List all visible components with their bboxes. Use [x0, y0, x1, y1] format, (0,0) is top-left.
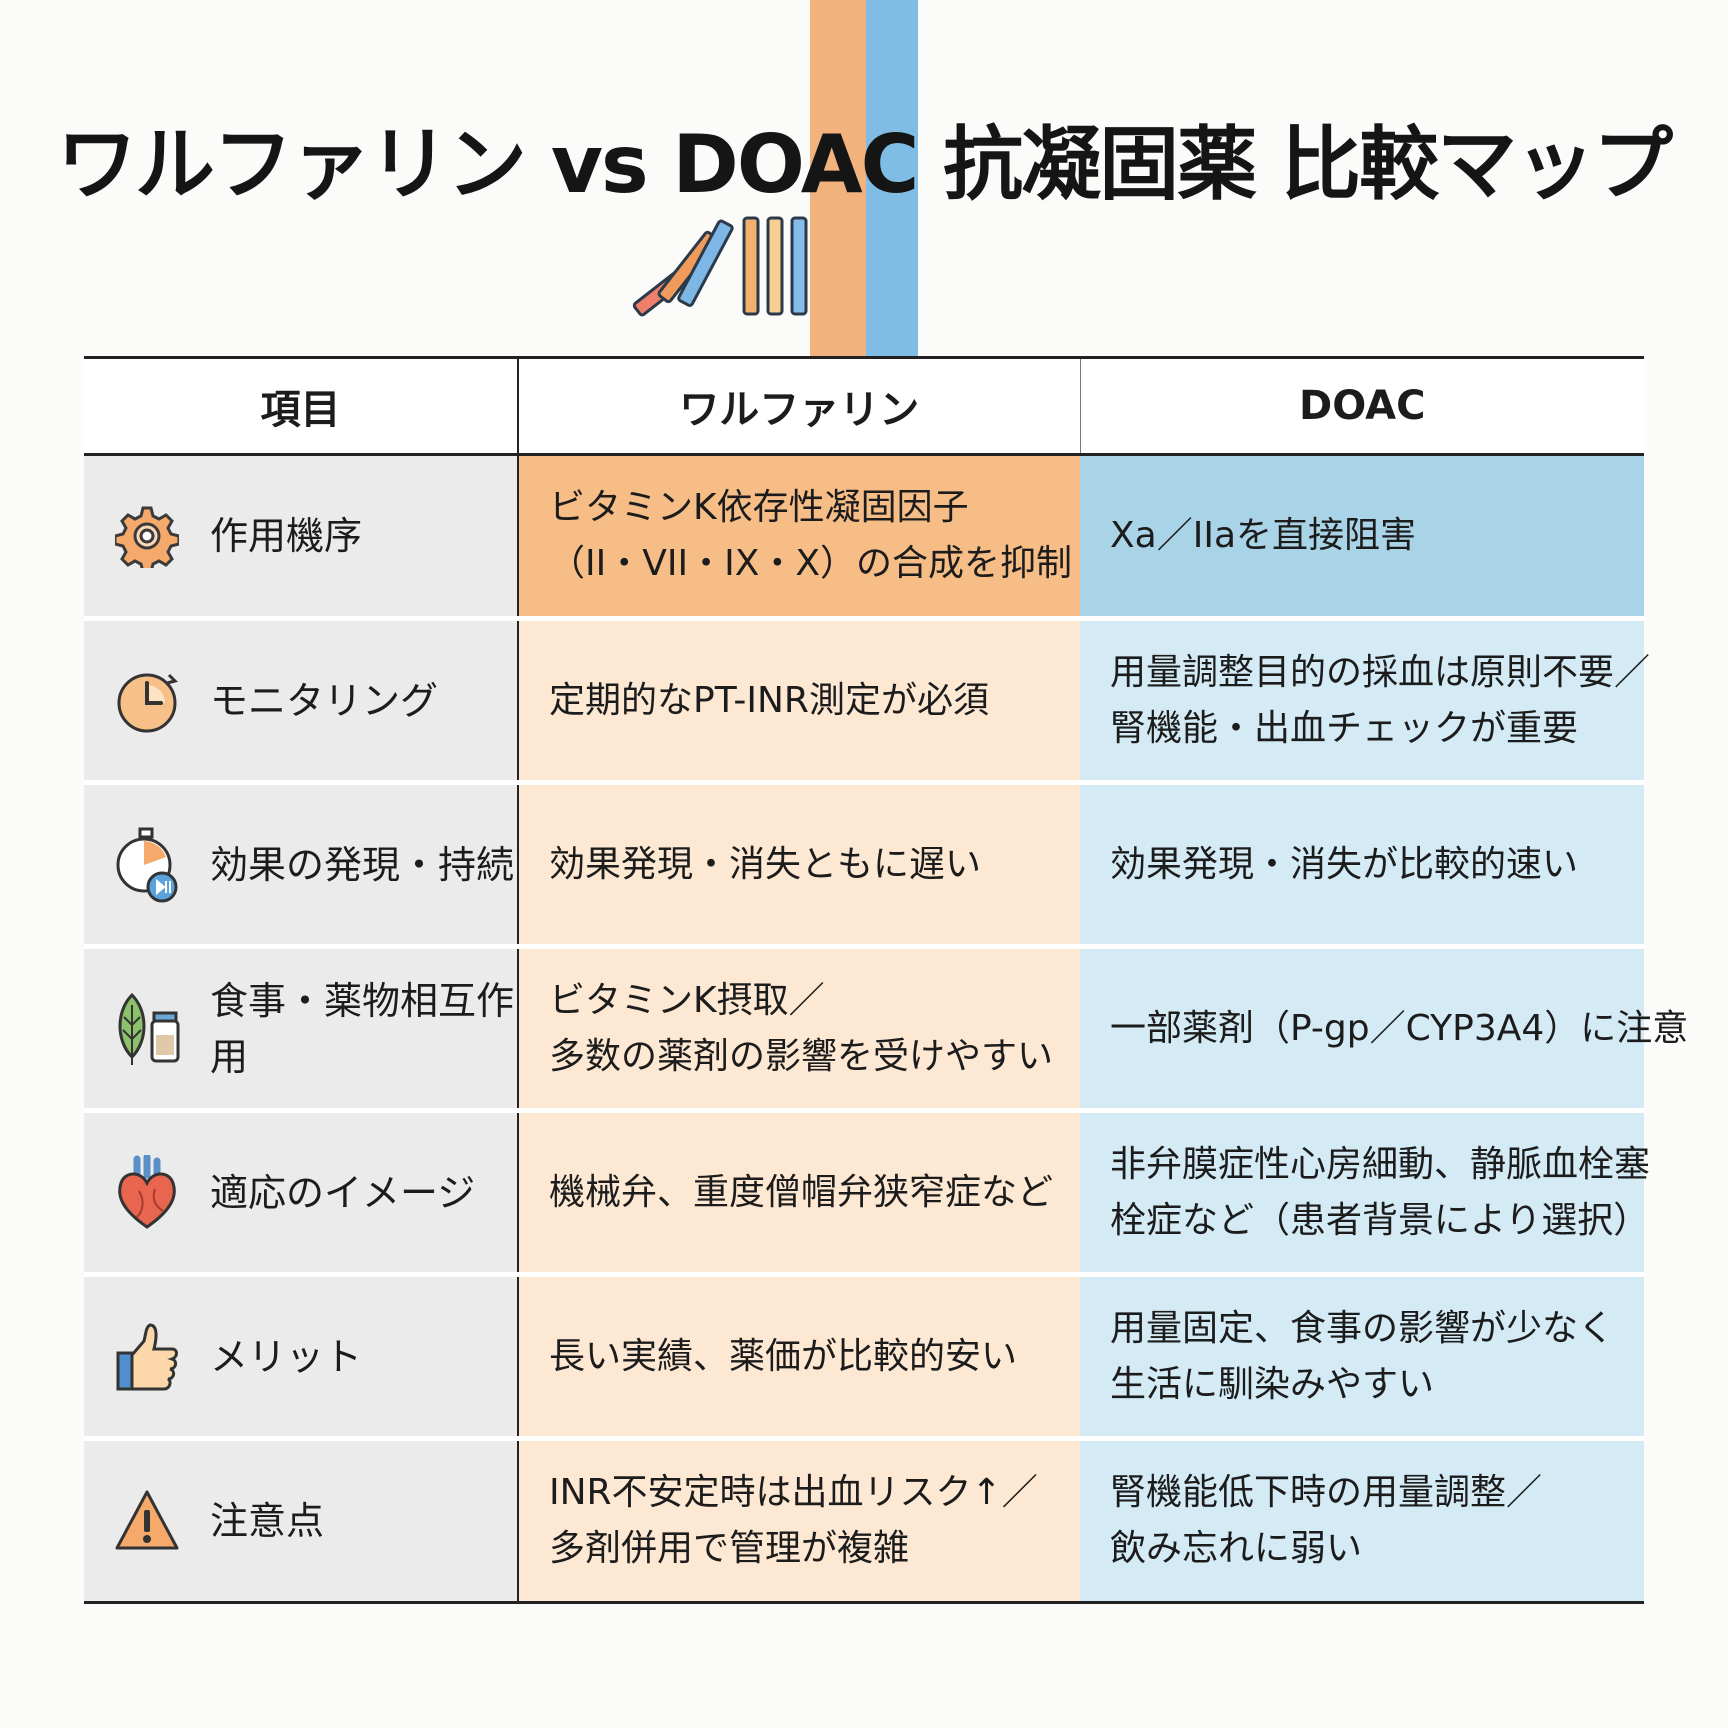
doac-cell: 用量調整目的の採血は原則不要／ 腎機能・出血チェックが重要 — [1080, 618, 1650, 785]
thumbs-up-icon — [114, 1319, 180, 1395]
row-mechanism: 作用機序 ビタミンK依存性凝固因子 （II・VII・IX・X）の合成を抑制 Xa… — [84, 454, 1644, 621]
warfarin-cell: 機械弁、重度僧帽弁狭窄症など — [517, 1110, 1080, 1277]
doac-cell: 腎機能低下時の用量調整／ 飲み忘れに弱い — [1080, 1438, 1644, 1604]
warfarin-cell: 効果発現・消失ともに遅い — [517, 782, 1080, 949]
item-label: 食事・薬物相互作用 — [210, 978, 515, 1079]
page-title: ワルファリン vs DOAC 抗凝固薬 比較マップ — [56, 118, 1673, 211]
leaf-vial-icon — [114, 991, 180, 1067]
header-warfarin: ワルファリン — [517, 356, 1081, 456]
warfarin-cell: INR不安定時は出血リスク↑／ 多剤併用で管理が複雑 — [517, 1438, 1080, 1604]
comparison-table: 項目 ワルファリン DOAC 作用機序 ビタミンK依存性凝固因子 （II・VII… — [84, 356, 1688, 1604]
heart-icon — [114, 1154, 180, 1231]
row-onset: 効果の発現・持続 効果発現・消失ともに遅い 効果発現・消失が比較的速い — [84, 782, 1644, 949]
header-item: 項目 — [84, 356, 518, 456]
row-cautions: 注意点 INR不安定時は出血リスク↑／ 多剤併用で管理が複雑 腎機能低下時の用量… — [84, 1438, 1644, 1604]
item-label: 適応のイメージ — [210, 1170, 476, 1215]
header-row: 項目 ワルファリン DOAC — [84, 356, 1644, 456]
item-label: 作用機序 — [210, 514, 363, 558]
warfarin-cell: 定期的なPT-INR測定が必須 — [517, 618, 1080, 785]
warfarin-cell: ビタミンK摂取／ 多数の薬剤の影響を受けやすい — [517, 946, 1080, 1113]
gear-icon — [114, 498, 180, 574]
row-merits: メリット 長い実績、薬価が比較的安い 用量固定、食事の影響が少なく 生活に馴染み… — [84, 1274, 1644, 1441]
warfarin-color-stripe — [810, 0, 866, 356]
stopwatch-icon — [114, 827, 180, 903]
books-illustration — [620, 212, 820, 322]
header-doac: DOAC — [1080, 356, 1644, 456]
warfarin-cell: ビタミンK依存性凝固因子 （II・VII・IX・X）の合成を抑制 — [517, 454, 1080, 621]
doac-cell: Xa／IIaを直接阻害 — [1080, 454, 1644, 621]
warning-icon — [114, 1483, 180, 1559]
item-label: 効果の発現・持続 — [210, 842, 515, 887]
doac-cell: 非弁膜症性心房細動、静脈血栓塞 栓症など（患者背景により選択） — [1080, 1110, 1650, 1277]
doac-cell: 効果発現・消失が比較的速い — [1080, 782, 1644, 949]
item-label: メリット — [210, 1334, 363, 1379]
doac-cell: 一部薬剤（P-gp／CYP3A4）に注意 — [1080, 946, 1688, 1113]
item-label: 注意点 — [210, 1499, 325, 1543]
item-label: モニタリング — [210, 678, 439, 723]
row-indications: 適応のイメージ 機械弁、重度僧帽弁狭窄症など 非弁膜症性心房細動、静脈血栓塞 栓… — [84, 1110, 1650, 1277]
row-monitoring: モニタリング 定期的なPT-INR測定が必須 用量調整目的の採血は原則不要／ 腎… — [84, 618, 1650, 785]
warfarin-cell: 長い実績、薬価が比較的安い — [517, 1274, 1080, 1441]
doac-cell: 用量固定、食事の影響が少なく 生活に馴染みやすい — [1080, 1274, 1644, 1441]
clock-icon — [114, 663, 180, 739]
falling-books-icon — [632, 216, 808, 317]
doac-color-stripe — [866, 0, 918, 356]
row-interactions: 食事・薬物相互作用 ビタミンK摂取／ 多数の薬剤の影響を受けやすい 一部薬剤（P… — [84, 946, 1688, 1113]
